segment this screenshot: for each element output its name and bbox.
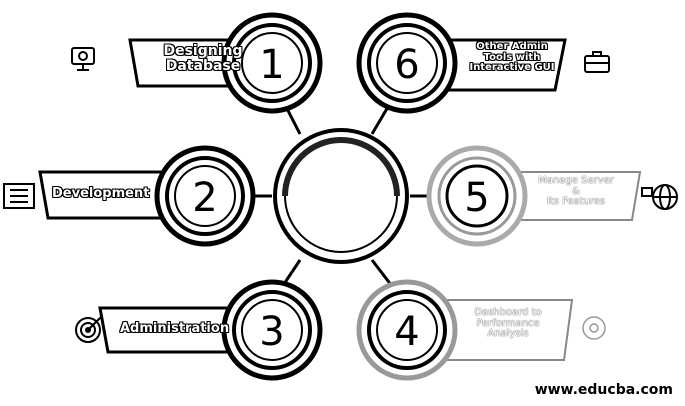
node-6-label: Other Admin Tools with Interactive GUI bbox=[462, 41, 562, 74]
node-6-line-3: Interactive GUI bbox=[469, 62, 555, 73]
node-4-line-3: Analysis bbox=[487, 328, 529, 339]
footer-watermark: www.educba.com bbox=[534, 382, 673, 398]
node-2: 2 bbox=[38, 145, 256, 247]
center-hub bbox=[273, 128, 409, 264]
node-5: 5 bbox=[426, 145, 642, 247]
node-5-label: Manage Server & Its Features bbox=[520, 175, 632, 208]
node-3-label: Administration bbox=[120, 322, 230, 336]
node-3: 3 bbox=[98, 279, 323, 381]
node-6-line-2: Tools with bbox=[483, 51, 541, 63]
node-4-line-2: Performance bbox=[476, 317, 540, 329]
node-5-line-3: Its Features bbox=[546, 196, 606, 207]
node-5-line-2: & bbox=[572, 185, 580, 197]
node-1-label: Designing Database bbox=[134, 44, 272, 73]
node-4-line-1: Dashboard to bbox=[474, 307, 542, 318]
node-2-label: Development bbox=[52, 187, 160, 201]
node-5-number: 5 bbox=[464, 175, 489, 221]
node-4-number: 4 bbox=[394, 309, 419, 355]
node-3-number: 3 bbox=[259, 309, 284, 355]
gear-icon bbox=[582, 316, 606, 340]
node-1-number: 1 bbox=[259, 42, 284, 88]
node-5-line-1: Manage Server bbox=[538, 175, 614, 186]
node-6-line-1: Other Admin bbox=[476, 41, 548, 52]
node-4: 4 bbox=[356, 279, 574, 381]
node-4-label: Dashboard to Performance Analysis bbox=[452, 307, 564, 340]
node-1-line-2: Database bbox=[165, 57, 241, 74]
target-icon bbox=[75, 315, 103, 343]
document-list-icon bbox=[3, 183, 35, 209]
briefcase-icon bbox=[584, 51, 610, 73]
node-3-line-1: Administration bbox=[120, 321, 230, 336]
globe-icon bbox=[641, 184, 678, 210]
node-2-line-1: Development bbox=[52, 186, 150, 201]
node-6: 6 bbox=[356, 12, 567, 114]
node-1-line-1: Designing bbox=[163, 43, 243, 59]
node-2-number: 2 bbox=[192, 175, 217, 221]
node-1: 1 bbox=[128, 12, 323, 114]
monitor-icon bbox=[71, 47, 95, 71]
node-6-number: 6 bbox=[394, 42, 419, 88]
